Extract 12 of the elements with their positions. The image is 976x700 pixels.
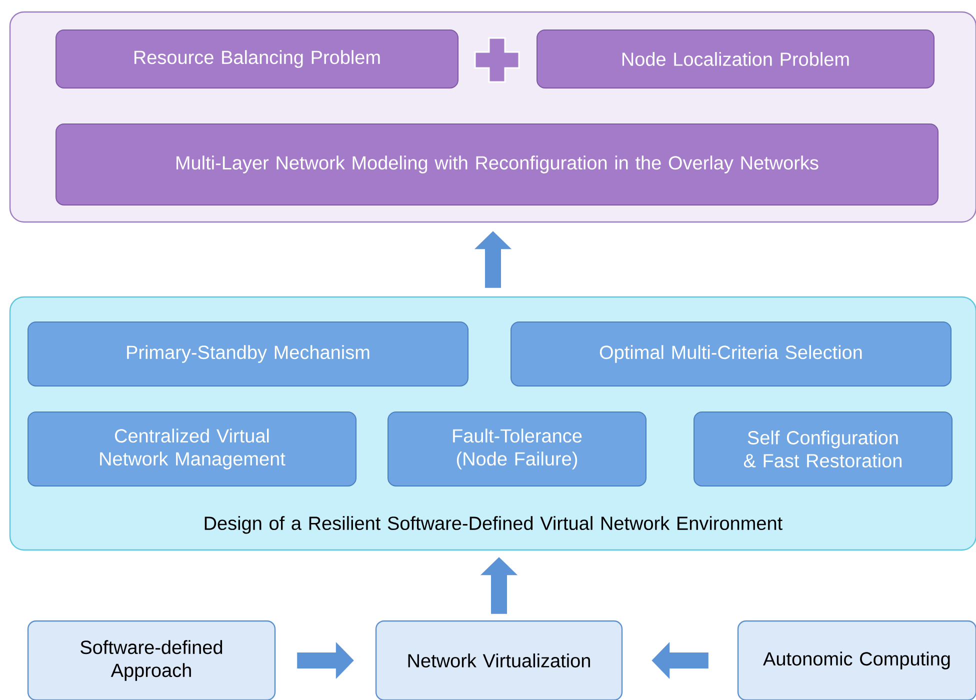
process-box: Resource Balancing Problem xyxy=(56,29,458,88)
process-box: Fault-Tolerance (Node Failure) xyxy=(388,411,646,486)
process-box: Optimal Multi-Criteria Selection xyxy=(510,321,952,386)
process-box: Software-defined Approach xyxy=(27,620,276,700)
process-box: Multi-Layer Network Modeling with Reconfiguration in the Overlay Networks xyxy=(56,123,938,206)
process-box: Autonomic Computing xyxy=(737,620,976,700)
process-box: Centralized Virtual Network Management xyxy=(28,411,356,486)
process-box: Self Configuration & Fast Restoration xyxy=(694,411,952,486)
process-box: Primary-Standby Mechanism xyxy=(28,321,468,386)
process-box: Node Localization Problem xyxy=(536,29,934,88)
panel-title: Design of a Resilient Software-Defined Virtual Network Environment xyxy=(204,516,782,534)
process-box: Network Virtualization xyxy=(375,620,623,700)
